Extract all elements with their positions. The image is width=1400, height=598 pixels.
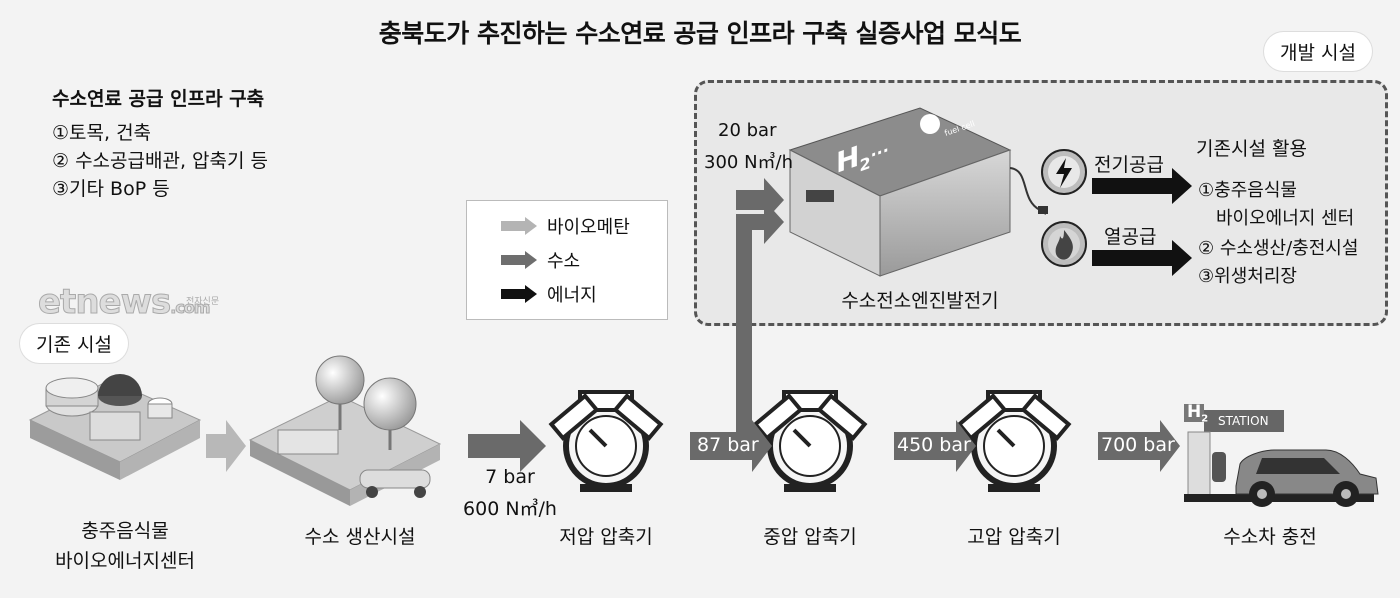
etnews-logo: etnews.com	[37, 282, 210, 323]
medium-pressure-compressor-icon	[752, 390, 868, 492]
hydrogen-plant-label: 수소 생산시설	[304, 526, 416, 548]
pressure-450-label: 450 bar	[897, 434, 971, 456]
pressure-arrow-700	[1098, 420, 1180, 472]
electricity-arrow	[1092, 168, 1192, 204]
engine-pressure: 20 bar	[718, 120, 777, 141]
infra-item-2: ② 수소공급배관, 압축기 등	[52, 150, 268, 172]
biomethane-flow-arrow	[206, 420, 246, 472]
reuse-item-2: ② 수소생산/충전시설	[1198, 238, 1359, 259]
reuse-item-3: ③위생처리장	[1198, 266, 1297, 287]
hydrogen-feed-arrow	[468, 420, 546, 472]
engine-flow: 300 N㎥/h	[704, 152, 794, 173]
heat-supply-label: 열공급	[1104, 226, 1157, 248]
hydrogen-plant-icon	[248, 355, 442, 506]
pressure-arrow-87	[690, 420, 772, 472]
low-pressure-compressor-icon	[548, 390, 664, 492]
diagram-title: 충북도가 추진하는 수소연료 공급 인프라 구축 실증사업 모식도	[378, 19, 1022, 48]
legend-item-hydrogen: 수소	[501, 247, 580, 273]
reuse-heading: 기존시설 활용	[1196, 138, 1307, 160]
hydrogen-station-icon	[1184, 404, 1374, 502]
hydrogen-engine-generator-icon	[788, 107, 1048, 277]
bio-center-label-line1: 충주음식물	[81, 520, 169, 542]
legend: 바이오메탄 수소 에너지	[466, 200, 668, 320]
infra-item-3: ③기타 BoP 등	[52, 178, 170, 200]
engine-label: 수소전소엔진발전기	[841, 290, 999, 312]
station-label: 수소차 충전	[1223, 526, 1317, 548]
pressure-arrow-450	[894, 420, 976, 472]
low-compressor-label: 저압 압축기	[559, 526, 653, 548]
electricity-icon	[1041, 149, 1087, 195]
reuse-item-1-cont: 바이오에너지 센터	[1216, 208, 1355, 229]
dev-facility-badge: 개발 시설	[1264, 32, 1372, 71]
bio-center-label-line2: 바이오에너지센터	[55, 550, 195, 572]
high-compressor-label: 고압 압축기	[967, 526, 1061, 548]
legend-item-biomethane: 바이오메탄	[501, 213, 630, 239]
existing-facility-badge: 기존 시설	[20, 324, 128, 363]
infra-item-1: ①토목, 건축	[52, 122, 152, 144]
etnews-logo-sub: 전자신문	[186, 297, 220, 307]
mid-compressor-label: 중압 압축기	[763, 526, 857, 548]
feed-pressure: 7 bar	[485, 466, 535, 488]
feed-flow: 600 N㎥/h	[463, 498, 557, 520]
pressure-87-label: 87 bar	[697, 434, 759, 456]
biomethane-arrow-icon	[501, 217, 537, 235]
heat-flame-icon	[1041, 221, 1087, 267]
station-sign-h2: H2	[1187, 402, 1209, 425]
legend-item-energy: 에너지	[501, 281, 597, 307]
hydrogen-car-icon	[1235, 449, 1379, 507]
heat-arrow	[1092, 240, 1192, 276]
hydrogen-arrow-icon	[501, 251, 537, 269]
engine-feed-arrow	[736, 178, 784, 222]
energy-arrow-icon	[501, 285, 537, 303]
pressure-700-label: 700 bar	[1101, 434, 1175, 456]
station-sign-text: STATION	[1218, 414, 1269, 428]
infra-heading: 수소연료 공급 인프라 구축	[52, 88, 265, 110]
bio-energy-center-icon	[28, 374, 202, 480]
electricity-supply-label: 전기공급	[1094, 154, 1164, 176]
reuse-item-1: ①충주음식물	[1198, 180, 1297, 201]
high-pressure-compressor-icon	[956, 390, 1072, 492]
hydrogen-riser-arrow	[714, 200, 784, 432]
